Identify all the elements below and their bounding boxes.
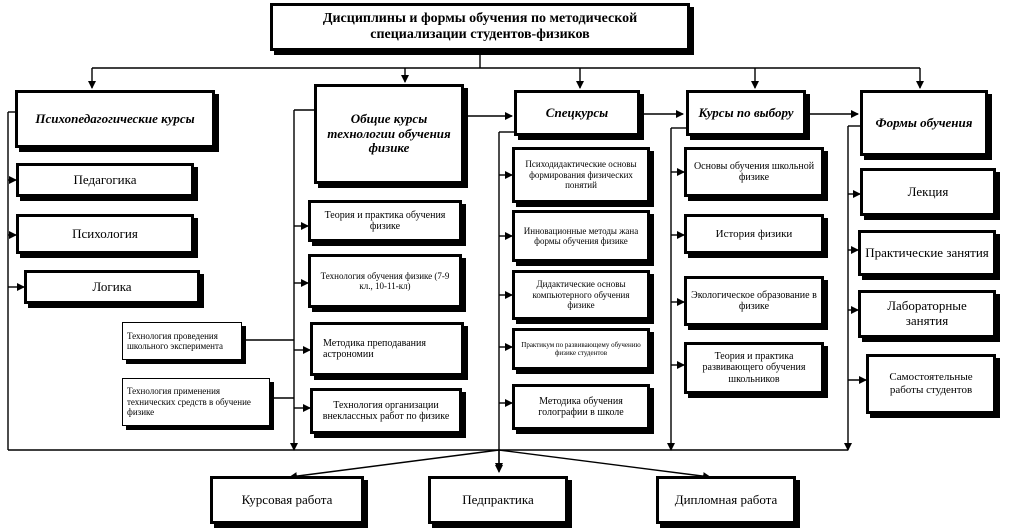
elective-item-label: Теория и практика развивающего обучения … [702, 350, 806, 385]
forms-item-label: Лекция [907, 183, 949, 199]
general-left-item: Технология применения технических средст… [122, 378, 270, 426]
forms-item-label: Самостоятельные работы студентов [889, 371, 973, 396]
outcome-label: Педпрактика [462, 491, 534, 507]
forms-item: Лекция [860, 168, 996, 216]
elective-item-label: Основы обучения школьной физике [693, 160, 815, 184]
outcome-pedpractice: Педпрактика [428, 476, 568, 524]
general-left-item: Технология проведения школьного эксперим… [122, 322, 242, 360]
category-special: Спецкурсы [514, 90, 640, 136]
outcome-coursework: Курсовая работа [210, 476, 364, 524]
general-item-label: Теория и практика обучения физике [324, 209, 446, 233]
psycho-item-label: Педагогика [73, 171, 137, 187]
diagram-title-text: Дисциплины и формы обучения по методичес… [322, 10, 638, 42]
special-item-label: Дидактические основы компьютерного обуче… [532, 279, 630, 311]
outcome-label: Курсовая работа [241, 491, 333, 507]
diagram-title: Дисциплины и формы обучения по методичес… [270, 3, 690, 51]
elective-item: Основы обучения школьной физике [684, 147, 824, 197]
special-item: Психодидактические основы формирования ф… [512, 147, 650, 203]
psycho-item-label: Логика [92, 278, 132, 294]
special-item: Практикум по развивающему обучению физик… [512, 328, 650, 370]
elective-item: Экологическое образование в физике [684, 276, 824, 326]
psycho-item: Педагогика [16, 163, 194, 197]
general-item: Технология организации внеклассных работ… [310, 388, 462, 434]
general-item-label: Технология обучения физике (7-9 кл., 10-… [320, 270, 450, 291]
general-item: Технология обучения физике (7-9 кл., 10-… [308, 254, 462, 308]
psycho-item: Психология [16, 214, 194, 254]
outcome-label: Дипломная работа [674, 491, 778, 507]
category-psycho-label: Психопедагогические курсы [35, 110, 195, 126]
psycho-item-label: Психология [72, 225, 138, 241]
general-item-label: Технология организации внеклассных работ… [322, 399, 450, 423]
category-forms: Формы обучения [860, 90, 988, 156]
forms-item-label: Лабораторные занятия [887, 298, 967, 328]
category-special-label: Спецкурсы [545, 104, 609, 120]
special-item-label: Инновационные методы жана формы обучения… [523, 225, 639, 246]
category-psycho: Психопедагогические курсы [15, 90, 215, 148]
category-general-label: Общие курсы технологии обучения физике [327, 110, 451, 156]
forms-item: Практические занятия [858, 230, 996, 276]
elective-item-label: История физики [715, 227, 793, 240]
category-forms-label: Формы обучения [875, 114, 973, 130]
elective-item: История физики [684, 214, 824, 254]
general-item-label: Методика преподавания астрономии [323, 337, 426, 361]
general-left-item-label: Технология применения технических средст… [127, 386, 251, 418]
forms-item-label: Практические занятия [865, 244, 989, 260]
general-left-item-label: Технология проведения школьного эксперим… [127, 330, 224, 351]
special-item-label: Методика обучения голографии в школе [538, 395, 624, 419]
elective-item: Теория и практика развивающего обучения … [684, 342, 824, 394]
general-item: Методика преподавания астрономии [310, 322, 464, 376]
forms-item: Лабораторные занятия [858, 290, 996, 338]
elective-item-label: Экологическое образование в физике [691, 289, 817, 313]
category-elective-label: Курсы по выбору [698, 104, 794, 120]
category-elective: Курсы по выбору [686, 90, 806, 136]
special-item-label: Психодидактические основы формирования ф… [525, 159, 637, 191]
special-item: Инновационные методы жана формы обучения… [512, 210, 650, 262]
special-item: Дидактические основы компьютерного обуче… [512, 270, 650, 320]
outcome-diploma: Дипломная работа [656, 476, 796, 524]
special-item-label: Практикум по развивающему обучению физик… [521, 340, 641, 357]
special-item: Методика обучения голографии в школе [512, 384, 650, 430]
category-general: Общие курсы технологии обучения физике [314, 84, 464, 184]
psycho-item: Логика [24, 270, 200, 304]
general-item: Теория и практика обучения физике [308, 200, 462, 242]
forms-item: Самостоятельные работы студентов [866, 354, 996, 414]
